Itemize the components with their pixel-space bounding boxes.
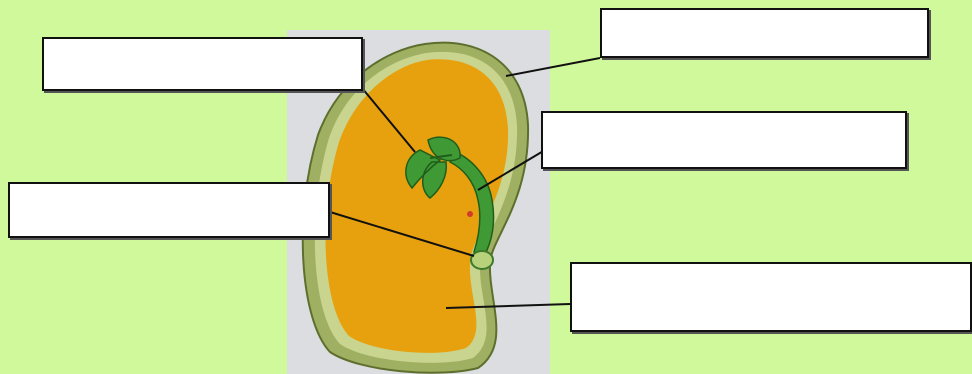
leader-line-seed-coat bbox=[506, 58, 600, 76]
label-box-radicle[interactable] bbox=[541, 111, 907, 169]
label-box-plumule[interactable] bbox=[42, 37, 363, 91]
label-box-micropyle[interactable] bbox=[8, 182, 330, 238]
label-box-cotyledon[interactable] bbox=[570, 262, 972, 332]
micropyle-region bbox=[471, 251, 493, 269]
label-box-seed-coat[interactable] bbox=[600, 8, 929, 58]
